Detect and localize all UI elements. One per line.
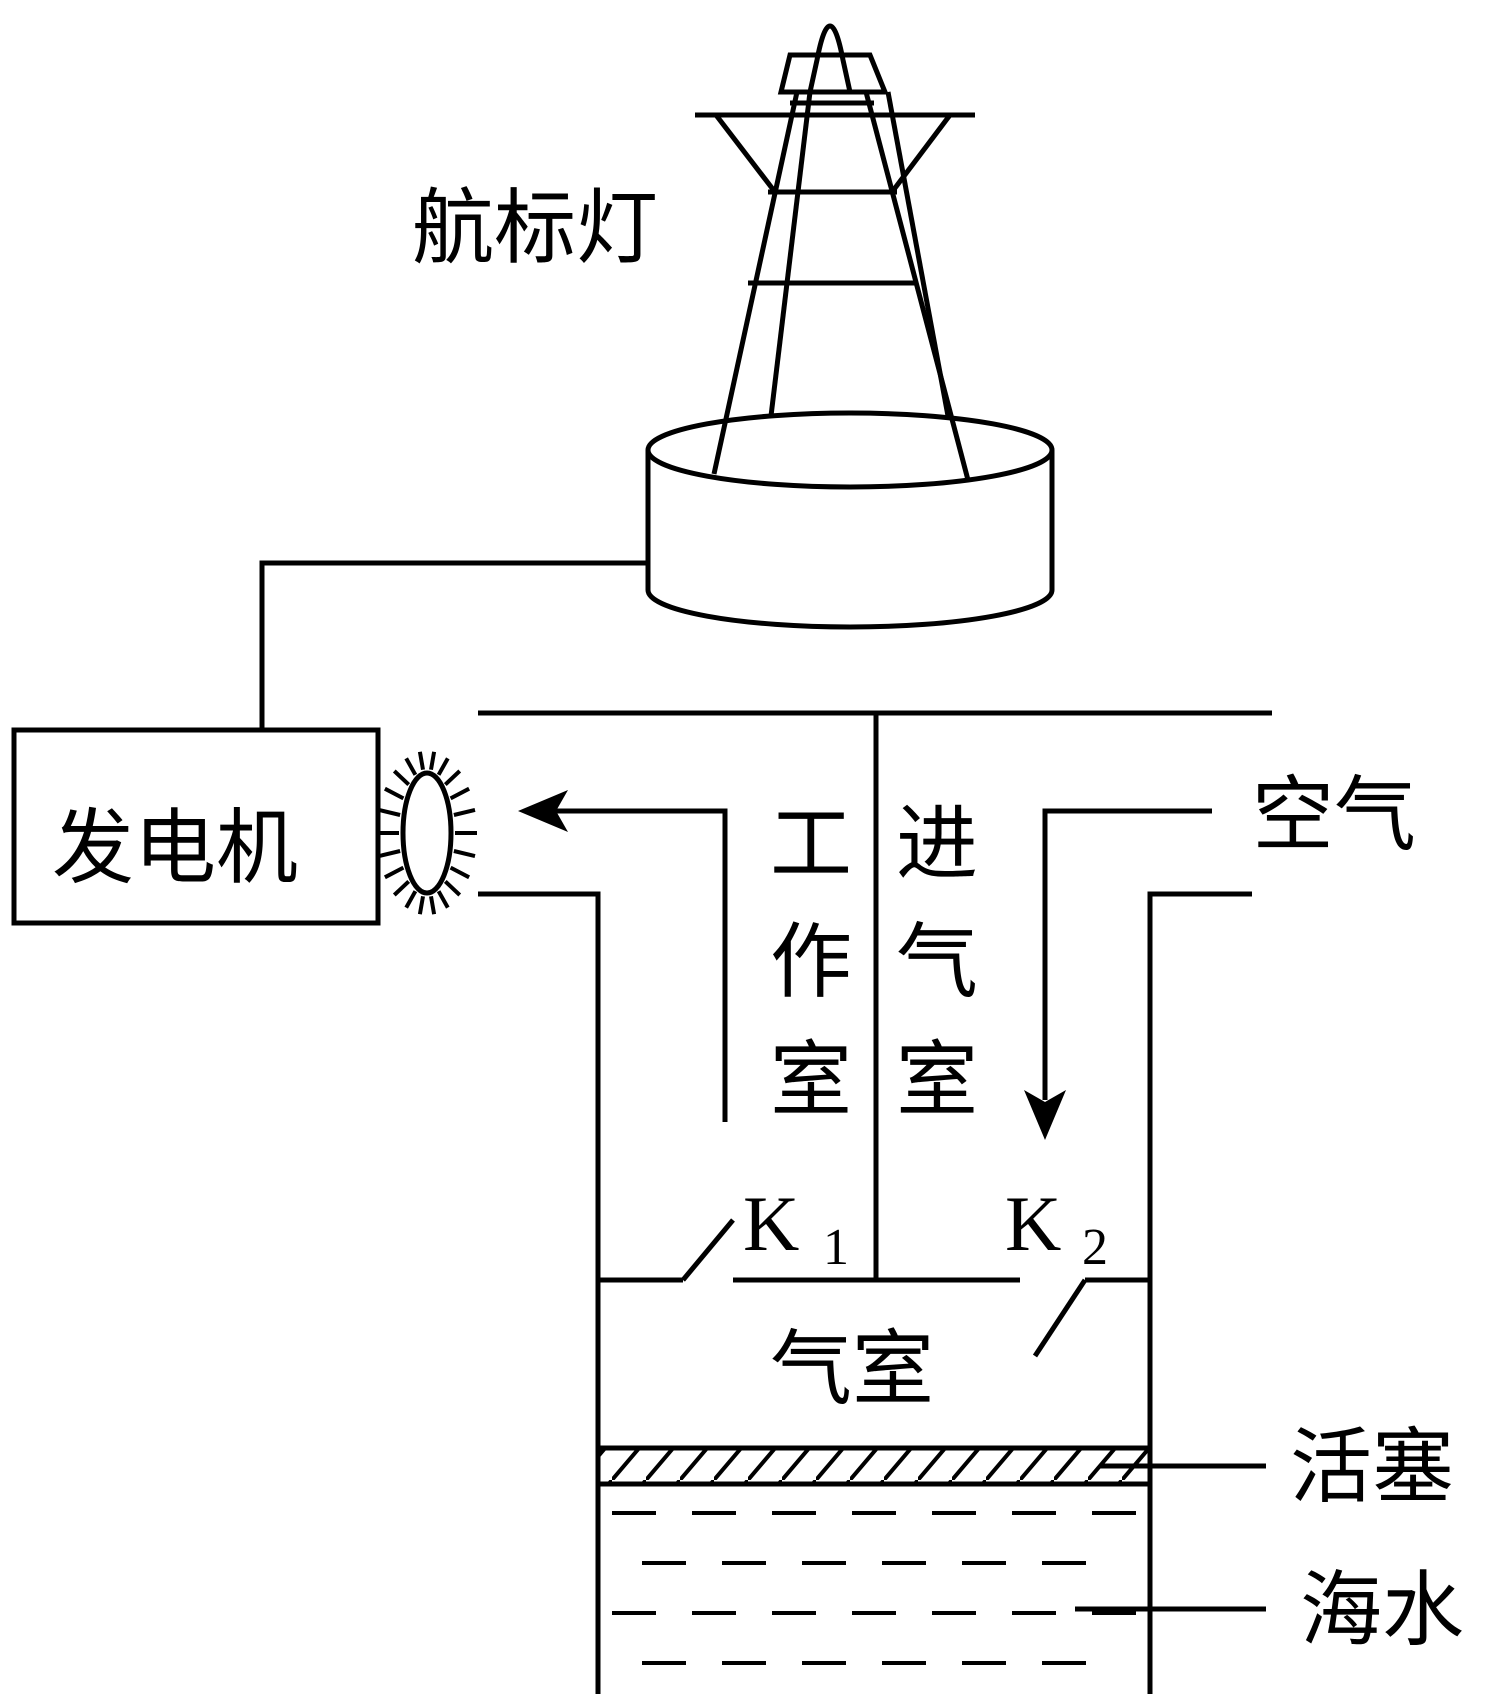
lamp-dome — [807, 23, 853, 93]
valve-k1-subscript: 1 — [823, 1219, 849, 1276]
buoy-drum-top — [645, 410, 1055, 490]
intake-chamber-char-3: 室 — [896, 1033, 978, 1128]
valve-k1-label: K — [743, 1180, 799, 1267]
lamp-housing — [777, 52, 889, 95]
work-chamber-char-1: 工 — [770, 797, 852, 892]
seawater-label: 海水 — [1300, 1563, 1464, 1658]
turbine-blade — [383, 865, 405, 880]
turbine-rotor — [400, 770, 454, 896]
turbine-blade — [417, 895, 425, 915]
piston — [595, 1445, 1153, 1487]
turbine-blade — [392, 769, 411, 787]
valve-k1-flap — [681, 1218, 735, 1282]
work-chamber-char-3: 室 — [770, 1033, 852, 1128]
generator-label: 发电机 — [52, 801, 298, 896]
intake-chamber-char-1: 进 — [896, 797, 978, 892]
turbine-blade — [449, 865, 471, 880]
piston-label: 活塞 — [1290, 1420, 1454, 1515]
valve-k2-flap — [1032, 1278, 1088, 1358]
turbine-blade — [429, 751, 437, 771]
turbine-blade — [378, 849, 401, 859]
valve-k2-subscript: 2 — [1082, 1219, 1108, 1276]
turbine-blade — [436, 890, 450, 909]
inflow-path — [1042, 808, 1212, 1100]
outflow-path — [555, 808, 728, 1122]
turbine-blade — [436, 757, 450, 776]
turbine-blade — [449, 786, 471, 801]
tower-bracket-right — [890, 113, 952, 194]
turbine-blade — [404, 890, 418, 909]
intake-chamber-char-2: 气 — [896, 915, 978, 1010]
inflow-arrowhead — [1024, 1090, 1066, 1140]
air-label: 空气 — [1252, 768, 1416, 863]
generator-box — [11, 727, 381, 926]
turbine-blade — [443, 769, 462, 787]
seawater — [612, 1511, 1136, 1665]
work-chamber-char-2: 作 — [770, 915, 852, 1010]
power-wire — [259, 560, 648, 730]
tower-leg-inner-left — [768, 91, 813, 417]
cylinder-wall-left — [478, 891, 601, 1694]
turbine-blade — [404, 757, 418, 776]
outflow-arrowhead — [518, 790, 568, 832]
valve-k2-label: K — [1005, 1180, 1061, 1267]
turbine-blade — [443, 879, 462, 897]
beacon-lamp: 航标灯 — [412, 23, 1055, 630]
turbine-blade — [417, 751, 425, 771]
turbine-blade — [392, 879, 411, 897]
cylinder-wall-right — [1147, 891, 1252, 1694]
turbine-blade — [453, 807, 476, 817]
tower-bracket-left — [714, 113, 777, 194]
tower-leg-outer-right — [863, 91, 971, 481]
turbine-blade — [383, 786, 405, 801]
turbine-blades — [377, 751, 477, 915]
turbine-blade — [453, 849, 476, 859]
buoy-drum-side — [645, 450, 1055, 630]
generator: 发电机 — [11, 560, 648, 926]
gas-chamber-label: 气室 — [770, 1322, 934, 1417]
beacon-label: 航标灯 — [412, 181, 658, 276]
turbine-blade — [429, 895, 437, 915]
turbine-blade — [378, 807, 401, 817]
